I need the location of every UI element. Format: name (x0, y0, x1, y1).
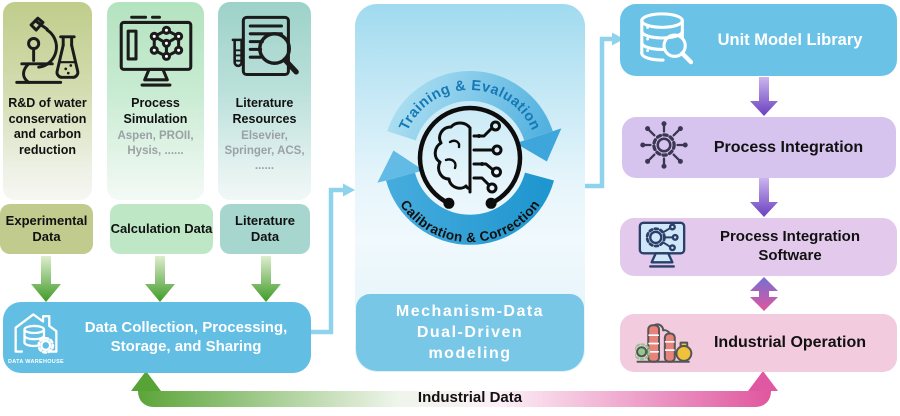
ai-brain-icon (417, 105, 523, 209)
source-title: Literature Resources (232, 96, 297, 126)
data-warehouse-icon: DATA WAREHOUSE (3, 310, 69, 365)
source-panel-simulation: Process Simulation Aspen, PROII, Hysis, … (107, 2, 204, 200)
dual-driven-modeling-panel: Training & Evaluation Calibration & Corr… (355, 4, 585, 372)
model-label-line: Mechanism-Data (395, 302, 545, 320)
calculation-data-box: Calculation Data (110, 204, 213, 254)
pipeline-label: Process Integration Software (719, 228, 861, 264)
industrial-data-label: Industrial Data (417, 389, 523, 406)
database-search-icon (635, 10, 694, 71)
industrial-operation-box: Industrial Operation (620, 314, 897, 372)
calibration-arc (386, 172, 554, 245)
purple-down-arrows (750, 77, 778, 217)
unit-model-library-box: Unit Model Library (620, 4, 897, 76)
source-panel-literature: Literature Resources Elsevier, Springer,… (218, 2, 311, 200)
document-magnifier-icon (218, 2, 311, 94)
training-arc-arrowhead (515, 128, 562, 162)
pipeline-label: Unit Model Library (717, 30, 863, 49)
training-cycle-graphic: Training & Evaluation Calibration & Corr… (377, 70, 562, 245)
monitor-gear-icon (635, 218, 689, 277)
industrial-data-band (131, 371, 778, 407)
model-label-line: modeling (428, 345, 512, 363)
monitor-molecule-icon (107, 2, 204, 94)
source-subtitle: Aspen, PROII, Hysis, ...... (117, 130, 194, 158)
elbow-model-to-library (584, 32, 624, 189)
mechanism-data-band: Mechanism-Data Dual-Driven modeling (356, 294, 584, 371)
data-collection-label: Data Collection, Processing, Storage, an… (84, 318, 288, 355)
data-warehouse-caption: DATA WAREHOUSE (7, 359, 65, 365)
calibration-arc-arrowhead (377, 150, 424, 183)
pipeline-label: Process Integration (713, 138, 864, 156)
literature-data-box: Literature Data (220, 204, 310, 254)
experimental-data-box: Experimental Data (0, 204, 93, 254)
model-label-line: Dual-Driven (416, 323, 524, 341)
source-title: Process Simulation (123, 96, 188, 126)
microscope-flask-icon (3, 2, 92, 94)
data-collection-box: DATA WAREHOUSE Data Collection, Processi… (3, 302, 311, 373)
double-arrow-software-operation (750, 277, 778, 311)
pipeline-label: Industrial Operation (713, 334, 866, 351)
source-panel-rd: R&D of water conservation and carbon red… (3, 2, 92, 200)
elbow-collection-to-model (310, 183, 355, 335)
process-integration-software-box: Process Integration Software (620, 218, 897, 276)
factory-icon (633, 315, 693, 372)
process-integration-box: Process Integration (622, 117, 896, 178)
training-arc (387, 70, 553, 141)
source-subtitle: Elsevier, Springer, ACS, ...... (224, 130, 305, 173)
green-down-arrows (31, 256, 281, 302)
hub-gear-icon (637, 118, 691, 177)
source-title: R&D of water conservation and carbon red… (8, 96, 87, 157)
